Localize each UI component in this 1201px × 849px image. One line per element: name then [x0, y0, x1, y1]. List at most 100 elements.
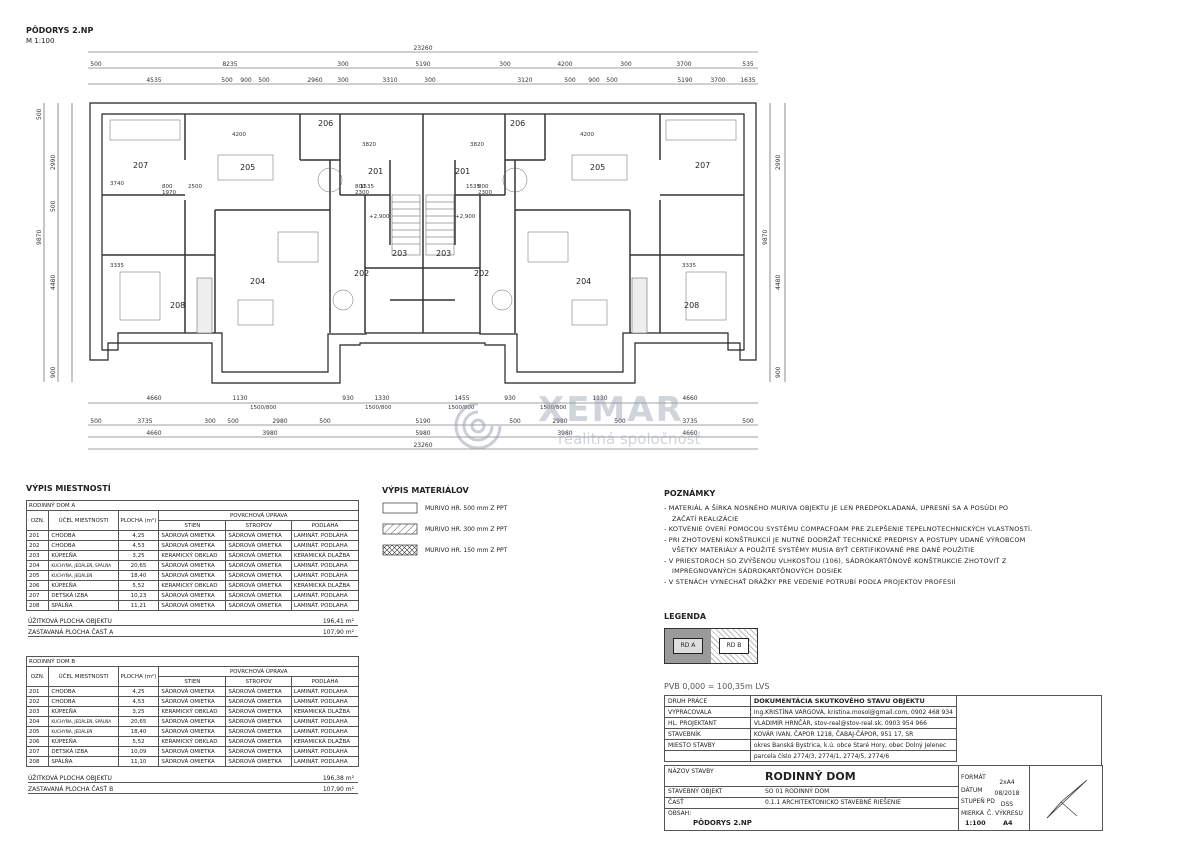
svg-text:300: 300 [337, 77, 349, 84]
svg-text:4200: 4200 [232, 132, 246, 138]
table-cell: LAMINÁT. PODLAHA [290, 716, 360, 727]
table-cell: SÁDROVÁ OMIETKA [225, 570, 292, 581]
table-cell: 201 [25, 530, 50, 541]
titleblock-value: Ing.KRISTÍNA VARGOVÁ, kristina.mosol@gma… [749, 706, 958, 718]
table-cell: LAMINÁT. PODLAHA [290, 530, 360, 541]
svg-text:300: 300 [204, 418, 216, 425]
svg-text:5190: 5190 [415, 61, 430, 68]
name-value: RODINNÝ DOM [765, 770, 856, 783]
table-cell: 18,40 [117, 570, 160, 581]
svg-text:3120: 3120 [517, 77, 532, 84]
titleblock-value: KOVÁR IVAN, ČAPOR 1218, ČABAJ-ČÁPOR, 951… [749, 728, 958, 740]
svg-text:2500: 2500 [188, 184, 202, 190]
rooms-table-b-header: RODINNÝ DOM B [26, 656, 359, 667]
col-walls: STIEN [158, 520, 227, 531]
svg-text:1500/800: 1500/800 [540, 405, 567, 411]
table-cell: LAMINÁT. PODLAHA [290, 756, 360, 767]
svg-text:1535: 1535 [466, 184, 480, 190]
table-cell: 4,53 [117, 540, 160, 551]
table-cell: KÚPEĽŇA [48, 550, 119, 561]
svg-text:500: 500 [564, 77, 576, 84]
rooms-table-a: RODINNÝ DOM A OZN. ÚČEL MIESTNOSTI PLOCH… [25, 500, 360, 611]
watermark: XEMAR realitná spoločnosť [428, 388, 778, 458]
sum-a-usable-value: 196,41 m² [322, 618, 354, 625]
sum-a-usable: ÚŽITKOVÁ PLOCHA OBJEKTU 196,41 m² [28, 618, 358, 626]
table-cell: 5,52 [117, 580, 160, 591]
table-cell: KERAMICKÝ OBKLAD [158, 736, 227, 747]
titleblock-blank [957, 695, 1102, 766]
col-walls-b: STIEN [158, 676, 227, 687]
svg-text:4660: 4660 [146, 430, 161, 437]
table-cell: KUCHYŇA, JEDÁLEŇ, SPÁLŇA [48, 716, 119, 727]
svg-text:4480: 4480 [775, 275, 782, 290]
note-line: - KOTVENIE OVERÍ POMOCOU SYSTÉMU COMPACF… [664, 525, 1033, 533]
col-floor-b: PODLAHA [290, 676, 360, 687]
svg-text:204: 204 [576, 277, 591, 286]
table-cell: 20,65 [117, 560, 160, 571]
table-cell: SÁDROVÁ OMIETKA [225, 550, 292, 561]
svg-text:205: 205 [240, 163, 255, 172]
table-cell: SÁDROVÁ OMIETKA [225, 580, 292, 591]
col-surface: POVRCHOVÁ ÚPRAVA [158, 510, 359, 521]
svg-text:3820: 3820 [470, 142, 484, 148]
col-use: ÚČEL MIESTNOSTI [48, 510, 119, 531]
table-cell: LAMINÁT. PODLAHA [290, 696, 360, 707]
notes-list: - MATERIÁL A ŠÍRKA NOSNÉHO MURIVA OBJEKT… [664, 503, 1084, 587]
table-cell: CHODBA [48, 686, 119, 697]
stage-label: STUPEŇ PD [961, 798, 995, 805]
rooms-table-a-header: RODINNÝ DOM A [26, 500, 359, 511]
sum-b-usable-label: ÚŽITKOVÁ PLOCHA OBJEKTU [28, 775, 112, 782]
table-cell: SÁDROVÁ OMIETKA [225, 736, 292, 747]
svg-text:1535: 1535 [360, 184, 374, 190]
svg-text:207: 207 [133, 161, 148, 170]
table-cell: SÁDROVÁ OMIETKA [158, 600, 227, 611]
svg-text:900: 900 [50, 366, 57, 378]
svg-text:4660: 4660 [682, 395, 697, 402]
titleblock-label: VYPRACOVALA [664, 706, 751, 718]
svg-text:3735: 3735 [137, 418, 152, 425]
svg-text:4535: 4535 [146, 77, 161, 84]
svg-text:3980: 3980 [262, 430, 277, 437]
svg-text:3310: 3310 [382, 77, 397, 84]
table-cell: SÁDROVÁ OMIETKA [225, 590, 292, 601]
sum-a-built-value: 107,90 m² [322, 629, 354, 636]
svg-text:300: 300 [620, 61, 632, 68]
sep-2 [665, 797, 958, 798]
svg-text:2990: 2990 [50, 155, 57, 170]
materials-title: VÝPIS MATERIÁLOV [382, 486, 469, 495]
svg-text:500: 500 [90, 61, 102, 68]
table-cell: LAMINÁT. PODLAHA [290, 540, 360, 551]
table-cell: 205 [25, 570, 50, 581]
svg-text:5190: 5190 [415, 418, 430, 425]
col-area-b: PLOCHA (m²) [117, 666, 160, 687]
object-value: SO 01 RODINNÝ DOM [765, 788, 830, 795]
table-cell: 4,25 [117, 686, 160, 697]
svg-text:2960: 2960 [307, 77, 322, 84]
svg-text:2980: 2980 [272, 418, 287, 425]
table-cell: 20,65 [117, 716, 160, 727]
notes-title: POZNÁMKY [664, 489, 716, 498]
material-150-swatch [382, 544, 418, 556]
table-cell: KERAMICKÝ OBKLAD [158, 550, 227, 561]
sum-b-usable: ÚŽITKOVÁ PLOCHA OBJEKTU 196,38 m² [28, 775, 358, 783]
table-cell: 3,25 [117, 550, 160, 561]
svg-text:206: 206 [510, 119, 525, 128]
table-cell: SPÁLŇA [48, 600, 119, 611]
table-cell: CHODBA [48, 540, 119, 551]
format-label: FORMÁT [961, 774, 986, 781]
sum-b-usable-value: 196,38 m² [322, 775, 354, 782]
svg-text:2300: 2300 [478, 190, 492, 196]
svg-text:535: 535 [742, 61, 754, 68]
svg-text:500: 500 [36, 108, 43, 120]
svg-text:500: 500 [319, 418, 331, 425]
svg-text:800: 800 [478, 184, 489, 190]
format-value: 2xA4 [999, 779, 1015, 786]
table-cell: KERAMICKÁ DLAŽBA [290, 580, 360, 591]
svg-text:500: 500 [742, 418, 754, 425]
table-cell: SÁDROVÁ OMIETKA [158, 590, 227, 601]
